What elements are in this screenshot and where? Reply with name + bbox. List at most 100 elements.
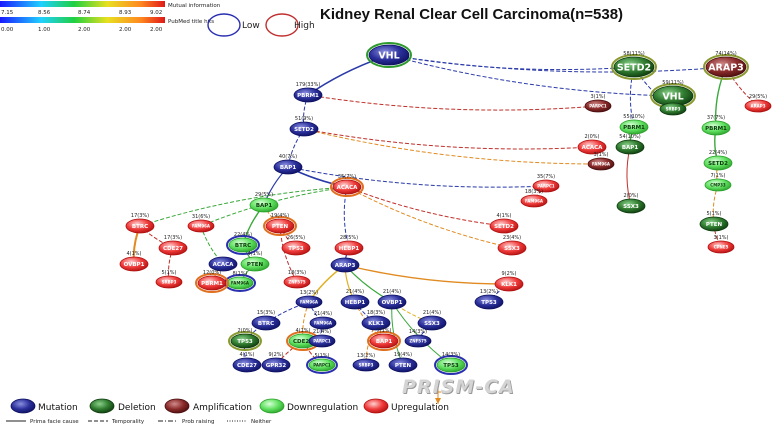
node-count: 22(4%) [234, 232, 252, 238]
node-shape [659, 102, 687, 116]
node-shape [701, 120, 731, 136]
edge-VHL0-VHL2 [388, 54, 674, 97]
watermark: PRISM-CA [402, 376, 515, 398]
node-count: 17(3%) [164, 235, 182, 241]
node-count: 14(3%) [442, 352, 460, 358]
node-label: TP53 [288, 246, 304, 252]
node-shape [197, 275, 227, 291]
gene-node-arap3[interactable]: ARAP3 [330, 257, 360, 273]
edge-ACACA2-BTRC1 [139, 186, 348, 227]
node-shape [361, 315, 391, 331]
node-label: ZNF575 [288, 279, 306, 284]
node-count: 5(1%) [314, 353, 329, 359]
pm-tick-2: 2.00 [78, 27, 91, 33]
node-label: ACACA [582, 145, 604, 151]
node-count: 37(7%) [707, 115, 725, 121]
gene-node-vhl[interactable]: VHL [366, 42, 412, 68]
node-shape [155, 275, 183, 289]
gene-node-acaca[interactable]: ACACA [208, 256, 238, 272]
legend-deletion: Deletion [118, 403, 156, 413]
node-shape [404, 334, 432, 348]
node-label: SSX3 [623, 204, 639, 210]
amplification-swatch [164, 398, 190, 414]
node-ring [226, 235, 260, 255]
node-label: SETD2 [294, 127, 314, 133]
node-shape [289, 121, 319, 137]
node-count: 21(4%) [346, 289, 364, 295]
node-label: PTEN [706, 222, 723, 228]
gene-node-srbp3[interactable]: SRBP3 [659, 102, 687, 116]
node-count: 3(1%) [590, 94, 605, 100]
node-shape [273, 159, 303, 175]
edge-ACACA2-SSX3B [346, 186, 513, 249]
trailing-arrow [435, 384, 446, 404]
node-shape [704, 178, 732, 192]
node-shape [295, 295, 323, 309]
pubmed-scale: PubMed title hits 0.00 1.00 2.00 2.00 2.… [0, 17, 214, 33]
node-label: FAM96A [231, 280, 250, 285]
node-label: SRBP3 [162, 279, 177, 284]
pubmed-scale-label: PubMed title hits [168, 19, 214, 25]
node-shape [251, 315, 281, 331]
node-shape [261, 357, 291, 373]
edge-legend-temporality: Temporality [111, 419, 145, 425]
node-count: 23(4%) [503, 235, 521, 241]
